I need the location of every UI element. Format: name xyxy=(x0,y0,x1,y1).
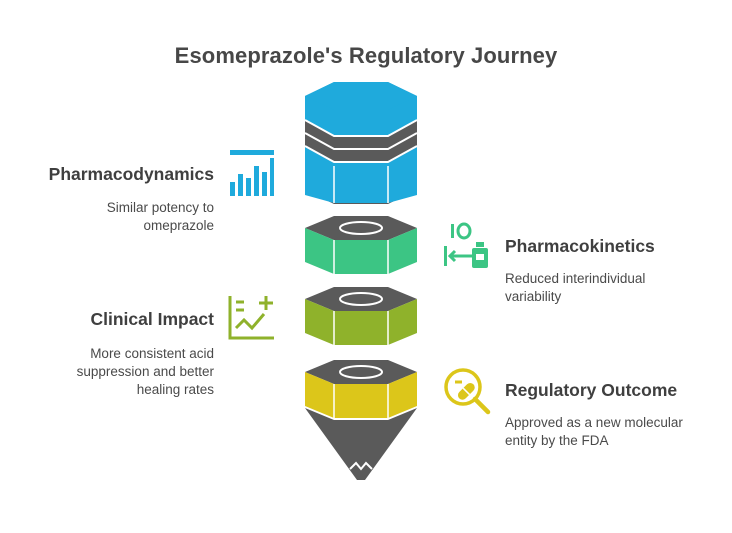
description-line: suppression and better xyxy=(76,364,214,379)
stage-heading-clinical-impact: Clinical Impact xyxy=(90,309,214,329)
pill-search-icon xyxy=(444,368,491,415)
stage-segment-clinical-impact xyxy=(305,287,417,345)
dosage-bottle-icon xyxy=(444,222,488,268)
description-line: More consistent acid xyxy=(90,346,214,361)
description-line: variability xyxy=(505,289,562,304)
stage-segment-regulatory-outcome xyxy=(305,360,417,418)
stage-heading-pharmacokinetics: Pharmacokinetics xyxy=(505,236,655,256)
line-chart-plus-icon xyxy=(228,296,274,340)
stage-description-pharmacodynamics: Similar potency to omeprazole xyxy=(20,199,214,235)
stage-heading-regulatory-outcome: Regulatory Outcome xyxy=(505,380,678,400)
stage-heading-pharmacodynamics: Pharmacodynamics xyxy=(48,164,214,184)
description-line: omeprazole xyxy=(143,218,214,233)
stage-description-pharmacokinetics: Reduced interindividual variability xyxy=(505,270,725,306)
bar-chart-icon xyxy=(230,150,274,196)
stage-segment-pharmacokinetics xyxy=(305,216,417,274)
stage-segment-pharmacodynamics xyxy=(304,82,418,204)
description-line: Reduced interindividual xyxy=(505,271,646,286)
description-line: Approved as a new molecular xyxy=(505,415,683,430)
description-line: Similar potency to xyxy=(106,200,214,215)
description-line: entity by the FDA xyxy=(505,433,609,448)
stack-tip xyxy=(305,408,417,480)
stage-description-clinical-impact: More consistent acid suppression and bet… xyxy=(20,345,214,399)
description-line: healing rates xyxy=(136,382,214,397)
stage-description-regulatory-outcome: Approved as a new molecular entity by th… xyxy=(505,414,725,450)
diagram-title: Esomeprazole's Regulatory Journey xyxy=(174,43,558,68)
